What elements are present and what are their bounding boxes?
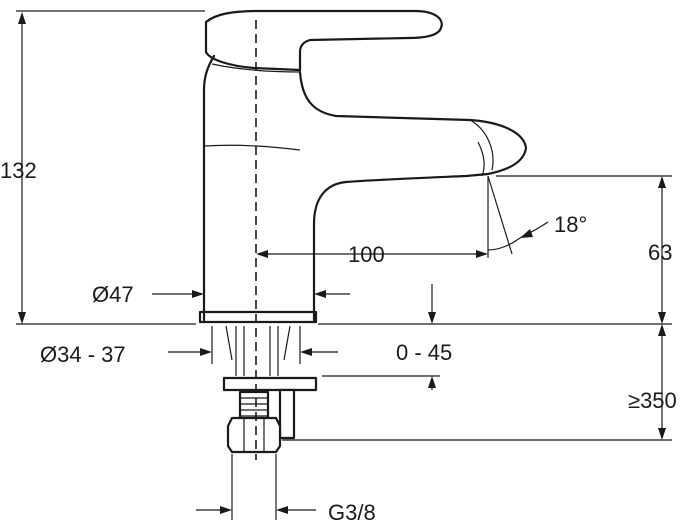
dim-350-arrow-top — [658, 324, 666, 336]
dim-100-arrow-right — [476, 250, 488, 258]
dim-63-arrow-bottom — [658, 312, 666, 324]
hex-nut-faces — [243, 418, 265, 452]
dim-34-arrow-left — [200, 348, 212, 356]
handle-collar — [202, 54, 216, 142]
spout-aerator — [477, 141, 485, 177]
fixing-rod — [278, 388, 296, 440]
label-spout-reach: 100 — [348, 242, 385, 267]
dim-63-arrow-top — [658, 176, 666, 188]
hex-nut — [226, 416, 282, 454]
base-ring — [198, 310, 318, 324]
angle-arc — [487, 237, 521, 251]
fixing-plate — [222, 376, 318, 392]
dim-100-arrow-left — [256, 250, 268, 258]
angle-arrow — [520, 229, 533, 238]
dim-47-arrow-left — [192, 290, 204, 298]
lever-handle — [204, 9, 443, 72]
label-hole-diameter: Ø34 - 37 — [40, 342, 126, 367]
label-total-height: 132 — [0, 158, 37, 183]
dim-045-arrow-top — [428, 312, 436, 324]
label-spout-angle: 18° — [554, 212, 587, 237]
label-hose-length: ≥350 — [628, 388, 677, 413]
dim-132-arrow-top — [18, 12, 26, 24]
dim-34-arrow-right — [300, 348, 312, 356]
label-deck-thickness: 0 - 45 — [396, 340, 452, 365]
body-band — [203, 144, 301, 151]
faucet-body — [198, 9, 528, 324]
dim-350-arrow-bottom — [658, 428, 666, 440]
label-body-diameter: Ø47 — [92, 282, 134, 307]
connector-threads — [240, 397, 268, 417]
mounting-shank — [235, 326, 279, 376]
spout — [298, 70, 528, 322]
dim-045-arrow-bottom — [428, 376, 436, 388]
dim-47-arrow-right — [314, 290, 326, 298]
mounting-hardware — [222, 325, 318, 454]
label-connection-thread: G3/8 — [328, 500, 376, 525]
label-spout-height: 63 — [648, 240, 672, 265]
spout-tip — [469, 119, 494, 171]
dimension-labels: 132 100 18° 63 Ø47 Ø34 - 37 0 - 45 ≥350 … — [0, 158, 677, 525]
dim-g38-arrow-right — [276, 506, 288, 514]
angle-ray — [487, 175, 513, 255]
shank-taper — [225, 325, 291, 361]
dim-g38-arrow-left — [220, 506, 232, 514]
dimension-lines — [16, 10, 672, 520]
dim-132-arrow-bottom — [18, 312, 26, 324]
